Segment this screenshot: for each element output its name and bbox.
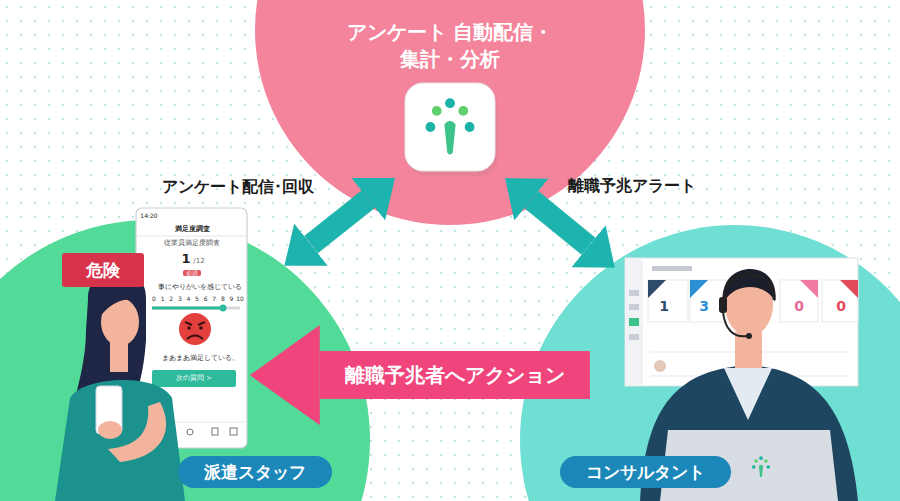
- dashboard-screen: [625, 258, 858, 386]
- toolbar-icon: [230, 428, 237, 435]
- headset-ear: [719, 297, 727, 313]
- status-card: [648, 280, 688, 322]
- toolbar-icon: [212, 428, 218, 435]
- screen-text: 10: [236, 296, 244, 303]
- sidebar-item: [629, 334, 639, 340]
- arrow-label: 離職予兆アラート: [568, 176, 696, 195]
- screen-text: 6: [204, 296, 208, 303]
- role-pill: コンサルタント: [560, 456, 731, 488]
- arrow-label: アンケート配信･回収: [162, 177, 314, 196]
- screen-text: 次の質問 >: [176, 375, 212, 382]
- status-card: [780, 280, 818, 322]
- slider-track: [152, 307, 240, 310]
- app-icon: [405, 83, 495, 171]
- sidebar-item: [629, 318, 639, 326]
- sidebar-item: [629, 304, 639, 310]
- screen-text: 0: [152, 296, 156, 303]
- card-corner: [648, 280, 666, 298]
- sidebar-item: [629, 290, 639, 296]
- app-logo: [426, 98, 475, 154]
- next-button: [152, 370, 236, 387]
- headset-band: [724, 275, 774, 301]
- circle-fill: [0, 220, 370, 501]
- screen-text: 満足度調査: [175, 225, 210, 233]
- consultant-neck: [735, 332, 762, 370]
- card-corner: [840, 280, 858, 298]
- woman-dress: [55, 380, 185, 501]
- screen-text: 2: [169, 296, 173, 303]
- woman-neck: [110, 342, 128, 372]
- face-eye: [187, 326, 191, 330]
- region-title: アンケート 自動配信・集計・分析: [340, 19, 560, 73]
- woman-hand: [98, 421, 122, 439]
- warning-text: 危険: [86, 259, 120, 281]
- screen-text: 従業員満足度調査: [164, 240, 220, 247]
- dashboard-number: 1: [659, 298, 669, 314]
- face-eye: [199, 326, 203, 330]
- dashboard-number: 0: [794, 298, 804, 314]
- flow-arrow: [311, 199, 368, 244]
- dashboard-number: 0: [836, 298, 846, 314]
- screen-text: 必須: [183, 270, 201, 277]
- card-corner: [800, 280, 818, 298]
- flow-arrow: [531, 200, 588, 247]
- flow-arrow: [320, 351, 590, 399]
- screen-text: 14:20: [140, 213, 157, 220]
- angry-face: [179, 313, 211, 345]
- card-corner: [690, 280, 708, 298]
- dashboard-sidebar: [625, 258, 643, 386]
- screen-text: まあまあ満足している。: [162, 354, 239, 362]
- screen-text: 5: [195, 296, 199, 303]
- slider-fill: [152, 307, 223, 310]
- consultant-hair: [723, 269, 775, 302]
- warning-tag: 危険: [62, 253, 144, 287]
- arrow-label: 離職予兆者へアクション: [341, 363, 569, 387]
- screen-text: 1: [181, 252, 190, 267]
- screen-text: 1: [161, 296, 165, 303]
- toolbar-icon: [187, 429, 193, 435]
- laptop-logo: [752, 456, 770, 477]
- face-brows: [185, 322, 205, 325]
- phone-divider: [136, 236, 247, 237]
- mic-tip: [746, 333, 752, 339]
- screen-text: /12: [193, 257, 204, 265]
- screen-text: 4: [186, 296, 190, 303]
- consultant-shirt: [724, 368, 772, 420]
- screen-text: 8: [221, 296, 225, 303]
- screen-text: 9: [229, 296, 233, 303]
- avatar: [654, 360, 666, 372]
- role-pill: 派遣スタッフ: [178, 456, 332, 488]
- screen-text: 3: [178, 296, 182, 303]
- slider-knob: [220, 305, 227, 312]
- dashboard-number: 3: [699, 298, 709, 314]
- face-mouth: [187, 336, 203, 340]
- woman-bangs: [99, 289, 142, 318]
- headset-mic: [723, 312, 747, 336]
- screen-text: 事にやりがいを感じている: [158, 283, 242, 291]
- status-card: [822, 280, 858, 322]
- circle-fill: [520, 225, 900, 501]
- screen-text: 7: [212, 296, 216, 303]
- dashboard-heading: [652, 266, 692, 271]
